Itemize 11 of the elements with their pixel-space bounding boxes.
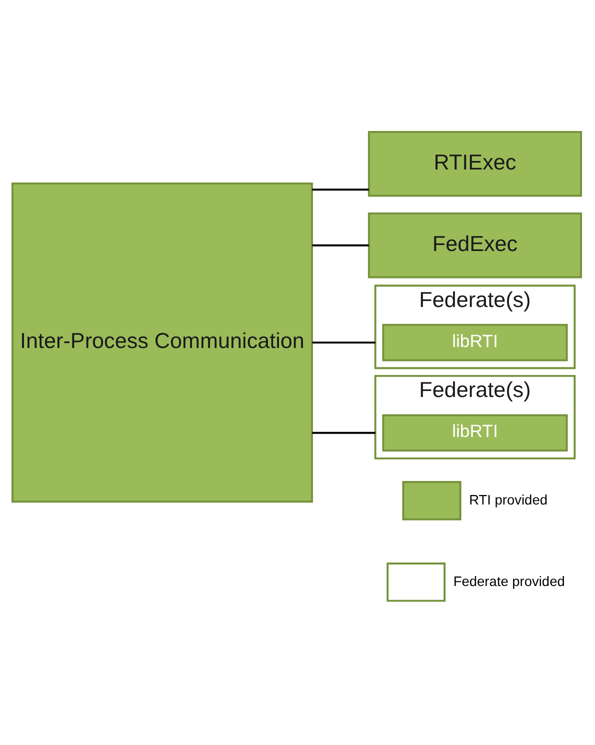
connector: [312, 188, 369, 190]
connector: [312, 341, 376, 344]
connector: [312, 431, 376, 434]
node-box: FedExec: [368, 212, 582, 278]
node-box: RTIExec: [368, 130, 582, 196]
node-box: Inter-Process Communication: [12, 182, 313, 502]
connector: [312, 244, 369, 246]
node-box: libRTI: [382, 323, 568, 361]
legend-label: Federate provided: [453, 573, 565, 588]
legend-label: RTI provided: [469, 492, 548, 507]
node-box: libRTI: [382, 414, 568, 452]
